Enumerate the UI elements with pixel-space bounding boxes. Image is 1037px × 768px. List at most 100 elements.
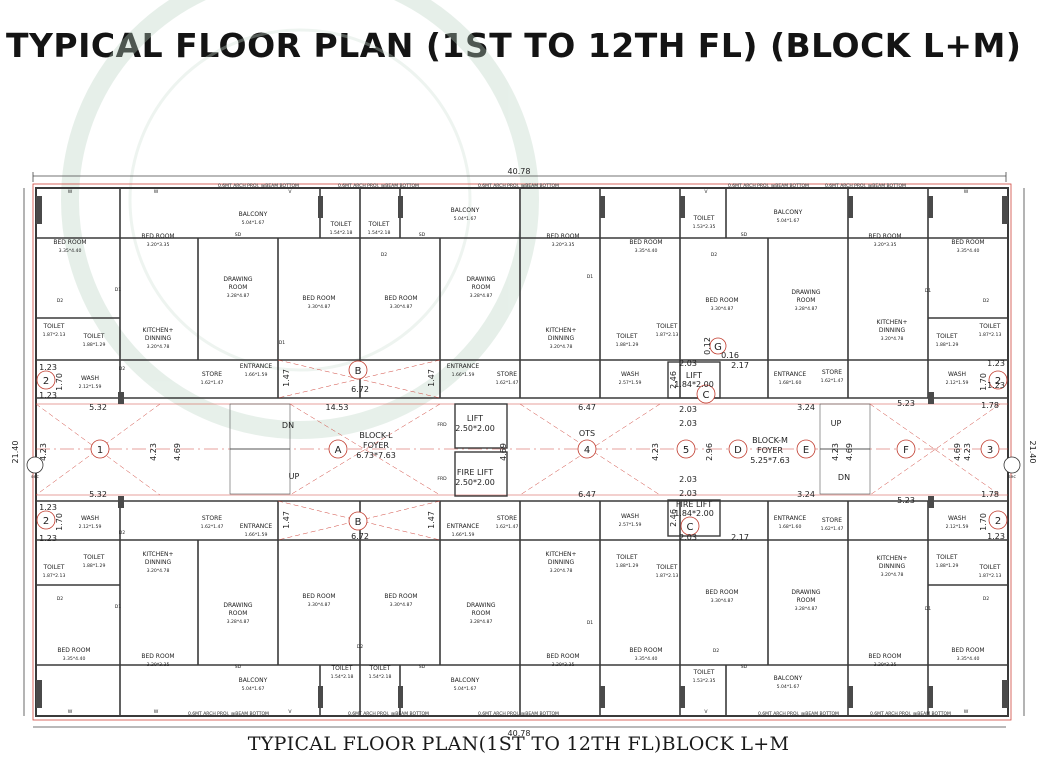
svg-text:1.53*2.35: 1.53*2.35 <box>693 678 716 684</box>
svg-text:DRAWING: DRAWING <box>791 289 821 296</box>
svg-text:DINNING: DINNING <box>879 327 906 334</box>
svg-text:1.87*2.13: 1.87*2.13 <box>43 332 66 338</box>
svg-text:BED ROOM: BED ROOM <box>705 589 738 596</box>
svg-text:1.68*1.60: 1.68*1.60 <box>779 380 802 386</box>
svg-text:2.50*2.00: 2.50*2.00 <box>455 478 495 487</box>
svg-text:TOILET: TOILET <box>368 221 390 228</box>
svg-text:2.12*1.59: 2.12*1.59 <box>79 524 102 530</box>
svg-text:2.03: 2.03 <box>679 475 697 484</box>
overall-dimension-top: 40.78 <box>32 167 1007 182</box>
svg-text:BED ROOM: BED ROOM <box>384 295 417 302</box>
svg-text:D2: D2 <box>983 298 990 304</box>
svg-text:2.50*2.00: 2.50*2.00 <box>455 424 495 433</box>
grid-label-3: 3 <box>987 445 993 456</box>
svg-text:3.30*4.87: 3.30*4.87 <box>711 598 734 604</box>
svg-text:1.84*2.00: 1.84*2.00 <box>674 380 714 389</box>
door-tags: D1 D2 D2 D1 D2 D1 D2 D1 D2 SD SD SD D1 D… <box>57 189 990 715</box>
svg-text:V: V <box>704 189 708 195</box>
grid-label-C-bottom: C <box>687 522 694 533</box>
svg-text:D2: D2 <box>119 366 126 372</box>
stair-right <box>819 403 871 495</box>
svg-text:1.88*1.29: 1.88*1.29 <box>936 342 959 348</box>
svg-text:D1: D1 <box>115 287 122 293</box>
page-title: TYPICAL FLOOR PLAN (1ST TO 12TH FL) (BLO… <box>6 26 1022 65</box>
svg-text:1.88*1.29: 1.88*1.29 <box>936 563 959 569</box>
section-marker-left-label: sec <box>31 475 39 480</box>
svg-text:4.23: 4.23 <box>963 443 972 461</box>
svg-text:BED ROOM: BED ROOM <box>629 239 662 246</box>
svg-text:WASH: WASH <box>621 371 639 378</box>
svg-text:D1: D1 <box>115 604 122 610</box>
svg-text:1.54*2.18: 1.54*2.18 <box>330 230 353 236</box>
svg-text:TOILET: TOILET <box>656 323 678 330</box>
svg-text:2.46: 2.46 <box>669 509 678 527</box>
svg-text:FRD: FRD <box>437 422 447 428</box>
svg-text:2.96: 2.96 <box>705 443 714 461</box>
svg-text:4.23: 4.23 <box>149 443 158 461</box>
svg-text:DINNING: DINNING <box>548 335 575 342</box>
svg-text:TOILET: TOILET <box>616 554 638 561</box>
svg-text:TOILET: TOILET <box>693 669 715 676</box>
svg-text:3.20*3.35: 3.20*3.35 <box>147 242 170 248</box>
svg-text:1.66*1.59: 1.66*1.59 <box>245 532 268 538</box>
svg-text:4.23: 4.23 <box>831 443 840 461</box>
svg-text:3.20*3.35: 3.20*3.35 <box>874 662 897 668</box>
room-labels-bottom-middle: ENTRANCE 1.66*1.59 STORE 1.62*1.47 WASH … <box>447 513 679 692</box>
svg-text:SD: SD <box>741 664 748 670</box>
svg-text:1.23: 1.23 <box>987 359 1005 368</box>
svg-text:TOILET: TOILET <box>616 333 638 340</box>
svg-text:DINNING: DINNING <box>145 559 172 566</box>
section-marker-left: sec <box>26 456 44 480</box>
svg-text:BED ROOM: BED ROOM <box>302 295 335 302</box>
svg-text:SD: SD <box>235 232 242 238</box>
grid-label-E: E <box>803 445 809 456</box>
drawing-caption: TYPICAL FLOOR PLAN(1ST TO 12TH FL)BLOCK … <box>247 733 790 755</box>
room-labels-top-left: BED ROOM 3.35*4.40 BED ROOM 3.20*3.35 BA… <box>43 211 418 390</box>
svg-text:5.04*1.67: 5.04*1.67 <box>242 220 265 226</box>
svg-text:1.47: 1.47 <box>282 511 291 529</box>
svg-text:KITCHEN+: KITCHEN+ <box>876 555 907 562</box>
svg-text:3.35*4.40: 3.35*4.40 <box>63 656 86 662</box>
svg-text:1.62*1.47: 1.62*1.47 <box>821 526 844 532</box>
svg-text:BLOCK-M: BLOCK-M <box>752 436 788 445</box>
svg-text:3.20*3.35: 3.20*3.35 <box>874 242 897 248</box>
grid-marker-labels: 1 A 4 5 D E F 3 2 2 2 2 B B C C G <box>43 342 1001 533</box>
svg-text:BED ROOM: BED ROOM <box>705 297 738 304</box>
svg-text:DRAWING: DRAWING <box>223 276 253 283</box>
svg-text:1.78: 1.78 <box>981 401 999 410</box>
svg-text:4.69: 4.69 <box>953 443 962 461</box>
svg-text:TOILET: TOILET <box>656 564 678 571</box>
svg-text:BED ROOM: BED ROOM <box>868 653 901 660</box>
svg-text:3.20*3.35: 3.20*3.35 <box>552 662 575 668</box>
overall-width-bottom: 40.78 <box>508 729 531 738</box>
svg-text:TOILET: TOILET <box>693 215 715 222</box>
svg-text:2.12*1.59: 2.12*1.59 <box>79 384 102 390</box>
svg-text:D1: D1 <box>279 340 286 346</box>
svg-text:1.66*1.59: 1.66*1.59 <box>452 532 475 538</box>
grid-label-5: 5 <box>683 445 689 456</box>
svg-text:3.24: 3.24 <box>797 490 815 499</box>
structural-columns <box>36 196 1008 708</box>
svg-text:0.16: 0.16 <box>721 351 739 360</box>
svg-text:3.20*4.78: 3.20*4.78 <box>147 568 170 574</box>
svg-text:BED ROOM: BED ROOM <box>141 653 174 660</box>
svg-text:3.35*4.40: 3.35*4.40 <box>957 656 980 662</box>
svg-text:KITCHEN+: KITCHEN+ <box>876 319 907 326</box>
svg-text:TOILET: TOILET <box>83 333 105 340</box>
svg-text:1.47: 1.47 <box>427 369 436 387</box>
svg-text:2.03: 2.03 <box>679 359 697 368</box>
svg-text:D2: D2 <box>119 530 126 536</box>
svg-text:ROOM: ROOM <box>229 610 248 617</box>
svg-text:DRAWING: DRAWING <box>466 602 496 609</box>
svg-text:UP: UP <box>831 419 842 428</box>
grid-label-1: 1 <box>97 445 103 456</box>
svg-text:BALCONY: BALCONY <box>239 677 268 684</box>
svg-text:ENTRANCE: ENTRANCE <box>774 515 807 522</box>
svg-text:BED ROOM: BED ROOM <box>951 239 984 246</box>
grid-label-G: G <box>714 342 722 353</box>
svg-text:BALCONY: BALCONY <box>774 209 803 216</box>
svg-text:DN: DN <box>282 421 294 430</box>
svg-text:V: V <box>704 709 708 715</box>
svg-text:5.04*1.67: 5.04*1.67 <box>777 218 800 224</box>
